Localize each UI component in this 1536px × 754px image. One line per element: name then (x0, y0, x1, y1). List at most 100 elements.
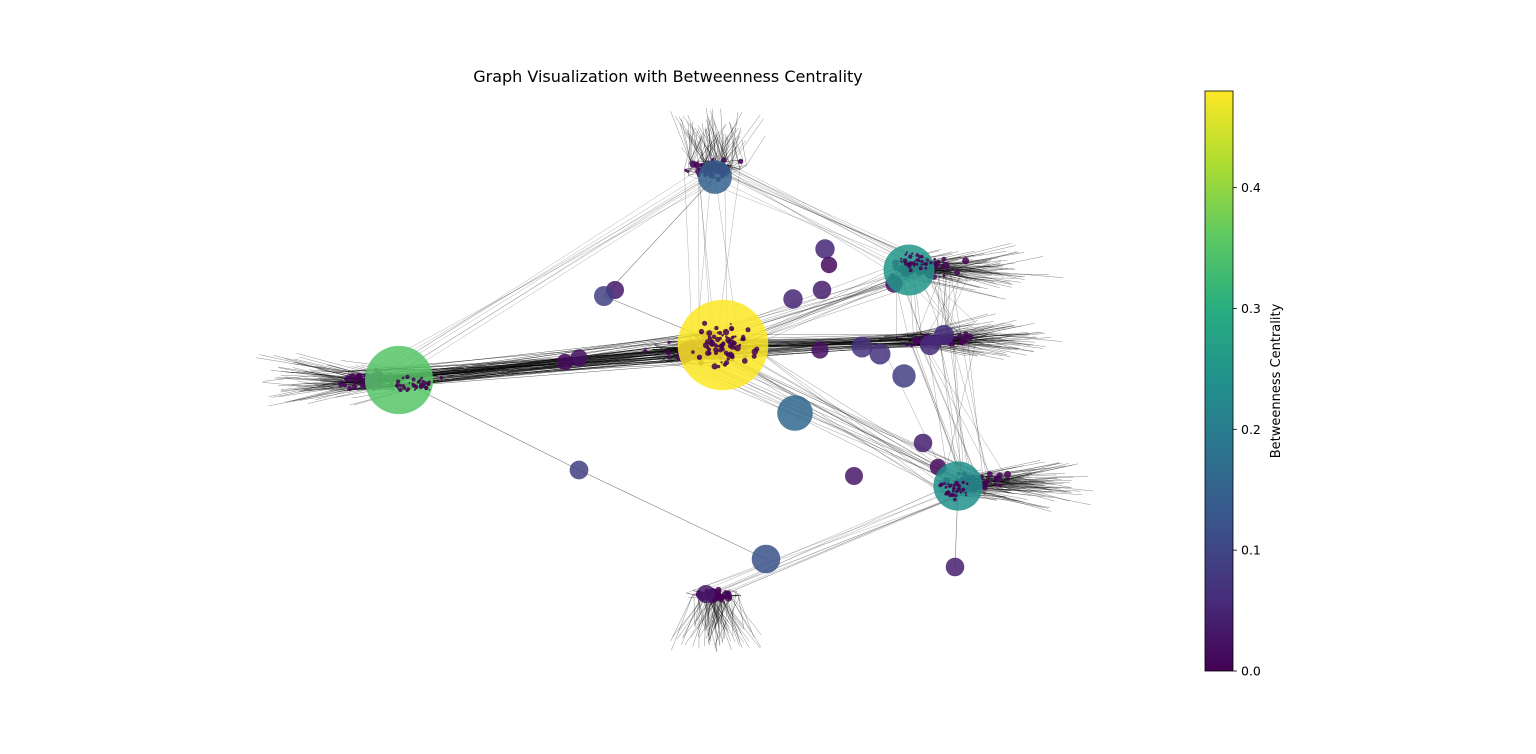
edge (931, 265, 1004, 272)
edge (931, 271, 995, 282)
edge (920, 338, 1009, 480)
node (741, 358, 748, 364)
edge (383, 159, 744, 388)
edge (1000, 471, 1037, 482)
node (957, 333, 963, 339)
edge (688, 123, 691, 176)
edge (687, 140, 714, 173)
edge (979, 474, 1057, 478)
edge (699, 136, 705, 165)
node (993, 482, 998, 486)
node (732, 335, 735, 339)
node (714, 325, 719, 331)
edge (746, 135, 766, 166)
edge (935, 264, 949, 336)
edge (939, 250, 1007, 262)
edge (921, 271, 964, 345)
edge (705, 594, 727, 639)
edge (980, 485, 1073, 489)
node (691, 350, 695, 354)
node (741, 334, 746, 340)
node (953, 497, 957, 502)
edge (730, 135, 741, 170)
edge (688, 135, 704, 164)
edge (966, 336, 1036, 342)
edge (726, 118, 764, 171)
edge (732, 165, 920, 263)
node (411, 377, 416, 382)
edge (950, 270, 963, 343)
edge (967, 333, 1045, 341)
colorbar-tick-label: 0.2 (1241, 422, 1261, 437)
edge (722, 599, 738, 633)
node (425, 386, 428, 389)
edge (741, 139, 747, 166)
node (698, 328, 705, 335)
edge (380, 334, 700, 371)
edge (995, 480, 1044, 487)
edge (942, 268, 992, 274)
node (964, 491, 967, 494)
edge (723, 594, 742, 635)
node (913, 433, 933, 453)
edge (980, 483, 1064, 486)
edge (286, 371, 353, 378)
node (984, 481, 987, 484)
node (414, 384, 419, 389)
edge (930, 262, 1015, 275)
edge (935, 245, 1016, 265)
node (713, 343, 718, 348)
edge (699, 125, 726, 171)
node (953, 336, 958, 340)
node (428, 389, 431, 391)
edge (989, 492, 1043, 508)
node (913, 263, 916, 266)
edge (289, 381, 366, 402)
edge (715, 600, 719, 627)
edge (702, 123, 708, 166)
edge (708, 118, 725, 165)
edge (386, 357, 667, 381)
node (751, 353, 757, 359)
edge (684, 597, 716, 646)
edge (723, 136, 740, 165)
edge (695, 598, 704, 625)
edge (984, 476, 1025, 480)
edge (974, 488, 1067, 493)
edge (730, 595, 762, 635)
edge (706, 108, 713, 161)
node (413, 388, 416, 391)
edge (987, 334, 1038, 338)
node (720, 347, 725, 352)
node (815, 239, 835, 259)
edge (939, 261, 1004, 269)
node (956, 483, 960, 487)
nodes-layer (337, 157, 1011, 604)
edge (942, 261, 1025, 281)
node (725, 595, 732, 602)
node (811, 341, 829, 359)
edge (292, 381, 355, 385)
node (783, 289, 803, 309)
edge (980, 482, 1039, 486)
edge (692, 484, 953, 596)
edge (937, 261, 941, 335)
edge (708, 597, 723, 631)
edge (907, 313, 988, 336)
node (594, 286, 614, 306)
node (725, 335, 728, 339)
edge (296, 381, 355, 387)
edge (988, 472, 1031, 485)
edge (970, 488, 1052, 512)
edge (1006, 487, 1045, 497)
edge (711, 597, 722, 638)
node (401, 376, 405, 380)
edge (693, 593, 696, 626)
edge (987, 334, 1063, 342)
node (910, 344, 913, 348)
edge (952, 343, 962, 479)
node (918, 266, 923, 271)
node (942, 261, 950, 269)
node (730, 327, 734, 331)
